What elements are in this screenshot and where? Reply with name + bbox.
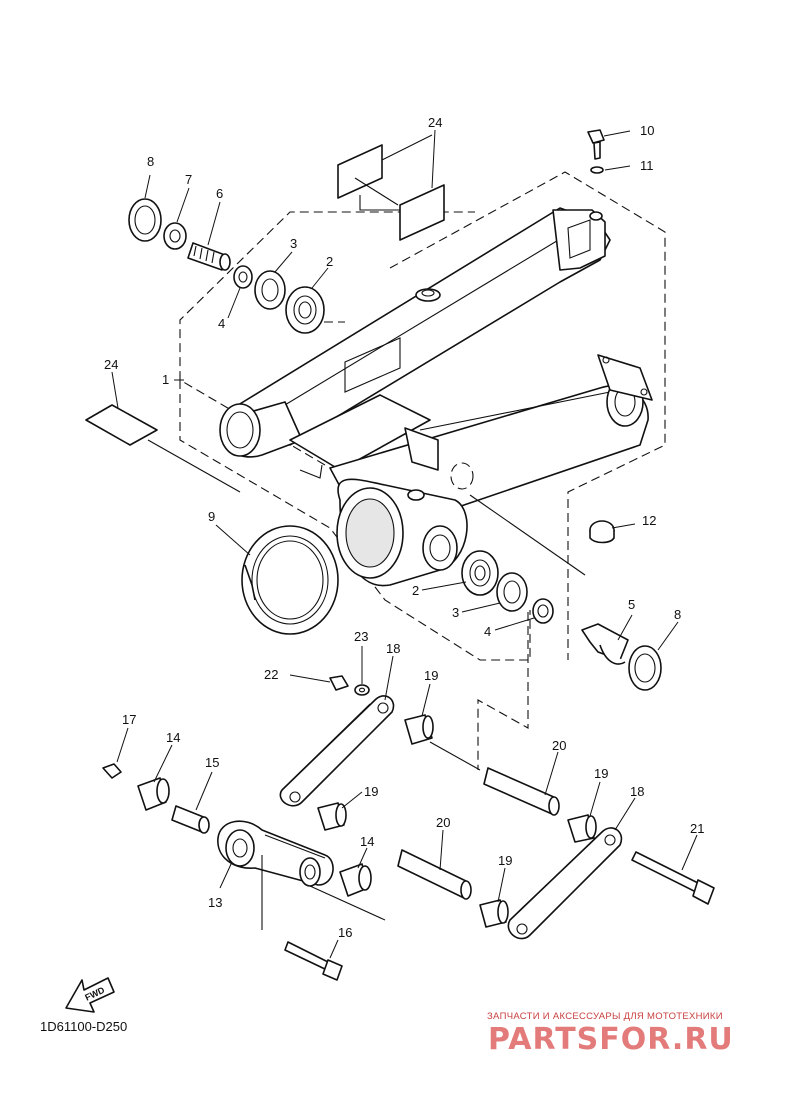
callout-13: 13: [208, 895, 222, 910]
callout-12: 12: [642, 513, 656, 528]
callout-labels: 1 2 2 3 3 4 4 5 6 7 8 8 9 10 11 12 13 14…: [104, 115, 704, 940]
collar-4-left[interactable]: [233, 265, 253, 289]
nut-7[interactable]: [163, 222, 187, 250]
bearing-2-right[interactable]: [461, 550, 499, 596]
link-18-lower[interactable]: [507, 827, 623, 940]
bushing-19-b[interactable]: [317, 802, 347, 831]
bearing-2-left[interactable]: [285, 286, 325, 334]
bushing-14-a[interactable]: [137, 777, 170, 811]
callout-17: 17: [122, 712, 136, 727]
bolt-21[interactable]: [631, 851, 715, 905]
label-24-top[interactable]: [337, 144, 445, 241]
callout-15: 15: [205, 755, 219, 770]
bushing-19-d[interactable]: [479, 899, 509, 928]
diagram-code: 1D61100-D250: [40, 1019, 128, 1034]
pivot-shaft-6[interactable]: [187, 242, 231, 271]
callout-4-top: 4: [218, 316, 225, 331]
callout-14-left: 14: [166, 730, 180, 745]
callout-20-upper: 20: [552, 738, 566, 753]
callout-20-lower: 20: [436, 815, 450, 830]
seal-3-left[interactable]: [254, 270, 286, 310]
callout-8-top: 8: [147, 154, 154, 169]
callout-7: 7: [185, 172, 192, 187]
callout-10: 10: [640, 123, 654, 138]
callout-9: 9: [208, 509, 215, 524]
callout-5: 5: [628, 597, 635, 612]
callout-21: 21: [690, 821, 704, 836]
shaft-5[interactable]: [581, 623, 629, 665]
callout-19-c: 19: [594, 766, 608, 781]
callout-19-b: 19: [364, 784, 378, 799]
callout-3-top: 3: [290, 236, 297, 251]
callout-19-a: 19: [424, 668, 438, 683]
washer-11[interactable]: [590, 166, 604, 174]
collar-20-upper[interactable]: [483, 767, 560, 816]
label-24-left[interactable]: [85, 404, 158, 446]
cap-12[interactable]: [589, 520, 615, 544]
link-18-upper[interactable]: [279, 695, 395, 807]
callout-6: 6: [216, 186, 223, 201]
bushing-19-a[interactable]: [404, 714, 434, 745]
oil-seal-8-right[interactable]: [628, 645, 662, 691]
callout-3-lower: 3: [452, 605, 459, 620]
callout-14-right: 14: [360, 834, 374, 849]
swingarm[interactable]: [219, 207, 653, 587]
collar-20-lower[interactable]: [397, 849, 472, 900]
callout-22: 22: [264, 667, 278, 682]
seal-3-right[interactable]: [496, 572, 528, 612]
bolt-10[interactable]: [587, 129, 605, 160]
callout-24-top: 24: [428, 115, 442, 130]
fwd-arrow-icon: FWD: [65, 977, 115, 1013]
callout-8-right: 8: [674, 607, 681, 622]
callout-2-lower: 2: [412, 583, 419, 598]
callout-2-top: 2: [326, 254, 333, 269]
callout-11: 11: [640, 158, 654, 173]
callout-18-upper: 18: [386, 641, 400, 656]
callout-4-lower: 4: [484, 624, 491, 639]
callout-16: 16: [338, 925, 352, 940]
dust-seal-9[interactable]: [241, 525, 339, 635]
leader-lines: [111, 129, 698, 959]
watermark-tagline: ЗАПЧАСТИ И АКСЕССУАРЫ ДЛЯ МОТОТЕХНИКИ: [487, 1011, 723, 1022]
nut-17[interactable]: [102, 763, 122, 779]
bushing-14-b[interactable]: [339, 863, 372, 897]
callout-1: 1: [162, 372, 169, 387]
washer-23[interactable]: [354, 684, 370, 696]
watermark-logo: PARTSFOR.RU: [488, 1022, 734, 1057]
bolt-16[interactable]: [284, 941, 343, 981]
callout-18-lower: 18: [630, 784, 644, 799]
bushing-19-c[interactable]: [567, 814, 597, 843]
collar-15[interactable]: [171, 805, 210, 834]
oil-seal-8-left[interactable]: [128, 198, 162, 242]
callout-19-d: 19: [498, 853, 512, 868]
relay-arm-13[interactable]: [217, 820, 334, 887]
callout-23: 23: [354, 629, 368, 644]
callout-24-left: 24: [104, 357, 118, 372]
nut-22[interactable]: [329, 675, 349, 691]
collar-4-right[interactable]: [532, 598, 554, 624]
